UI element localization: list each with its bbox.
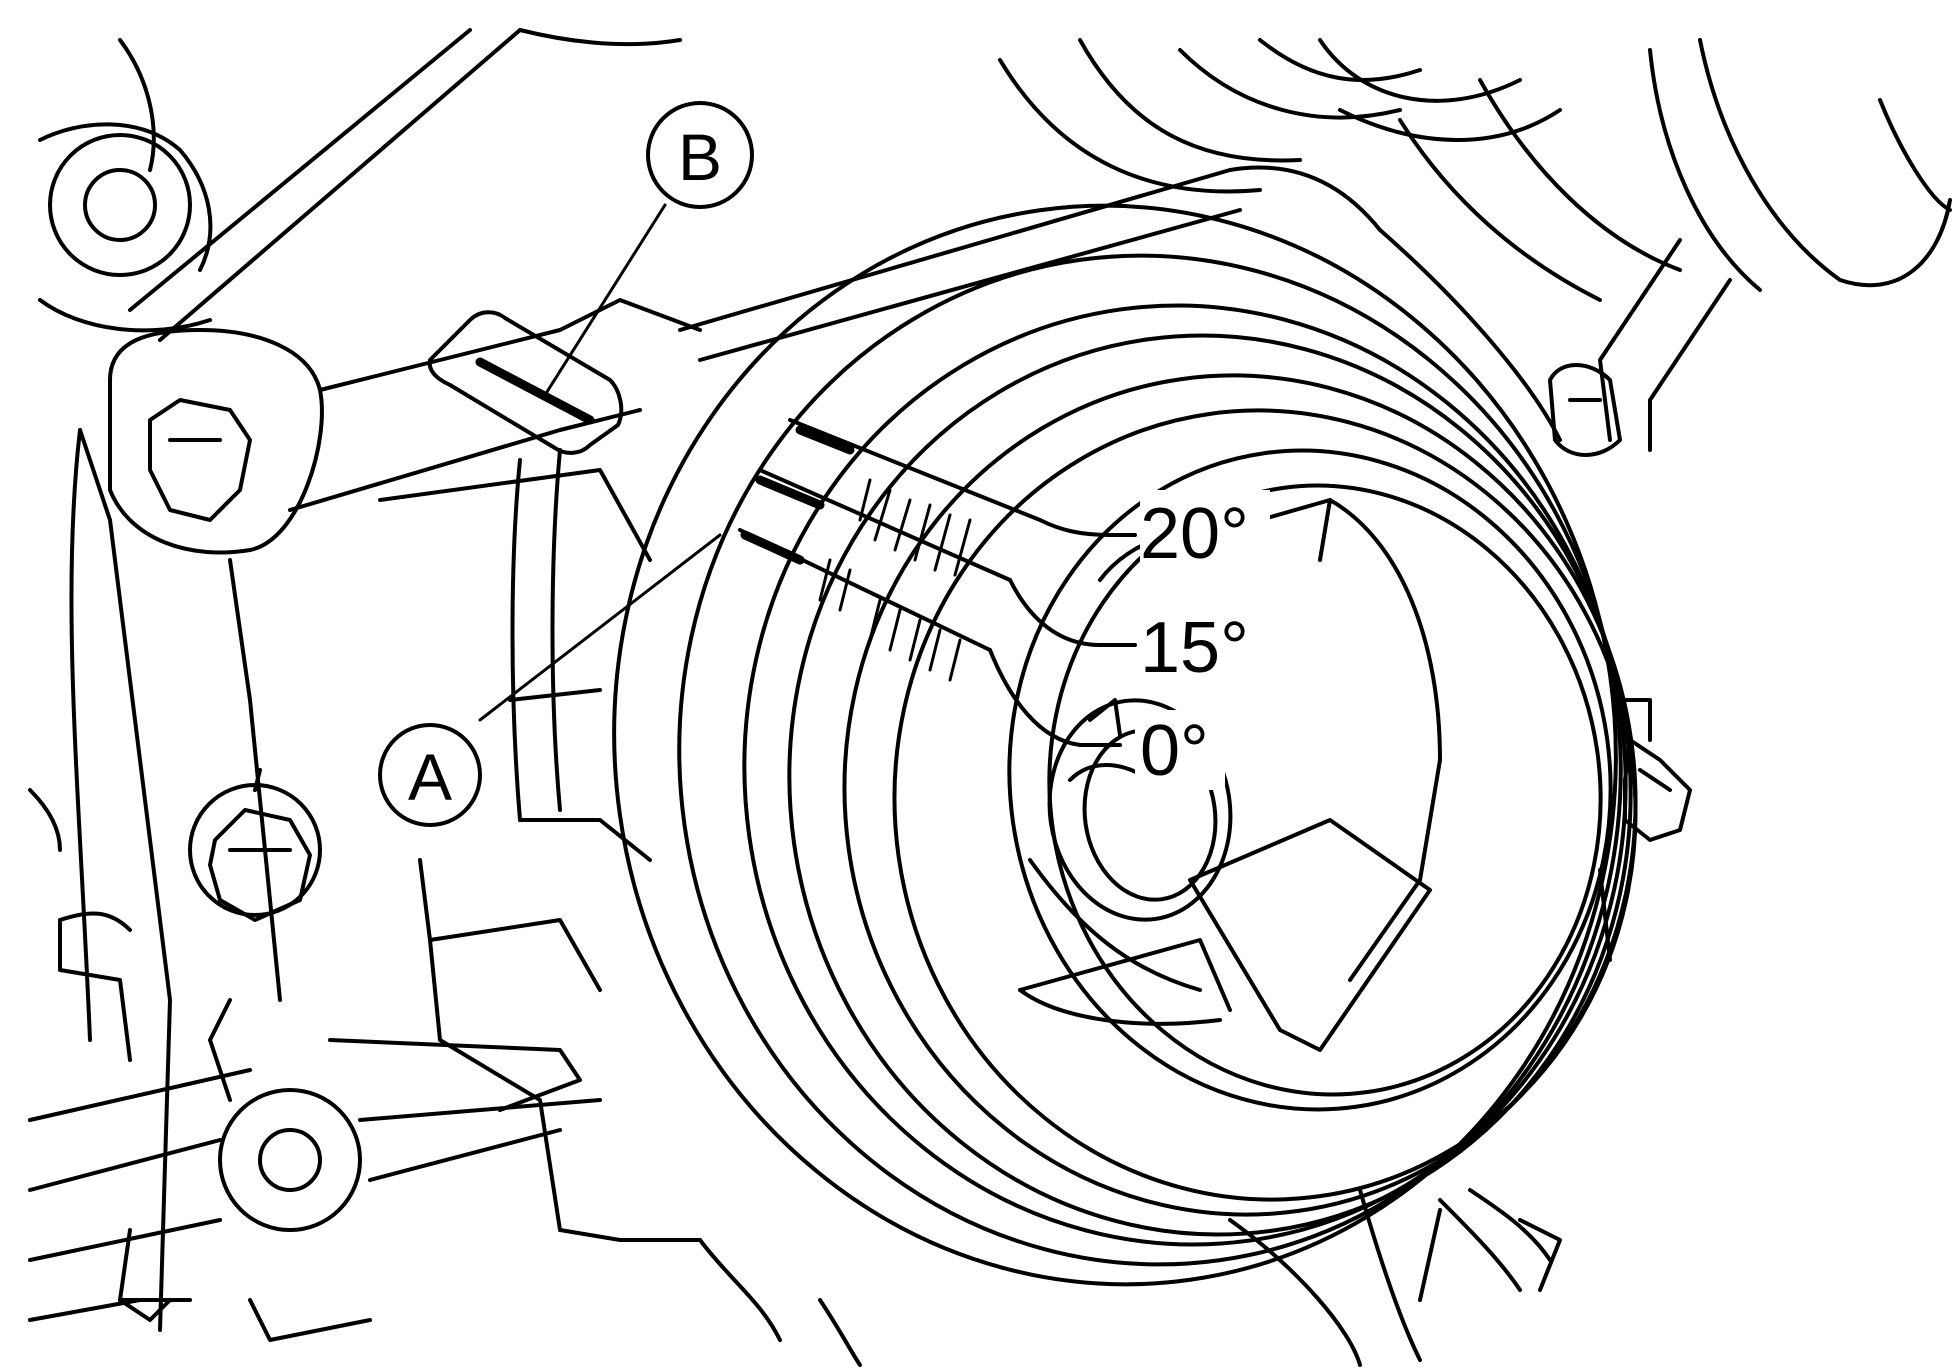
upper-idler-pulleys [998, 38, 1952, 302]
timing-scale-plate [738, 418, 1137, 747]
lower-right-bracket [1228, 1188, 1562, 1367]
drive-belt [678, 165, 1562, 442]
engine-block-left [28, 28, 862, 1367]
timing-tab-b [427, 310, 624, 455]
callout-a: A [378, 533, 722, 827]
callout-b-label: B [678, 120, 722, 194]
callout-b: B [543, 101, 754, 397]
mark-0-label: 0° [1140, 711, 1209, 791]
mark-20-label: 20° [1140, 494, 1249, 574]
callout-a-label: A [408, 740, 452, 814]
tensioner-arm [1548, 238, 1732, 457]
mark-15-label: 15° [1140, 608, 1249, 688]
degree-labels: 20° 15° 0° [1135, 490, 1270, 791]
crankshaft-pulley [612, 203, 1638, 1287]
